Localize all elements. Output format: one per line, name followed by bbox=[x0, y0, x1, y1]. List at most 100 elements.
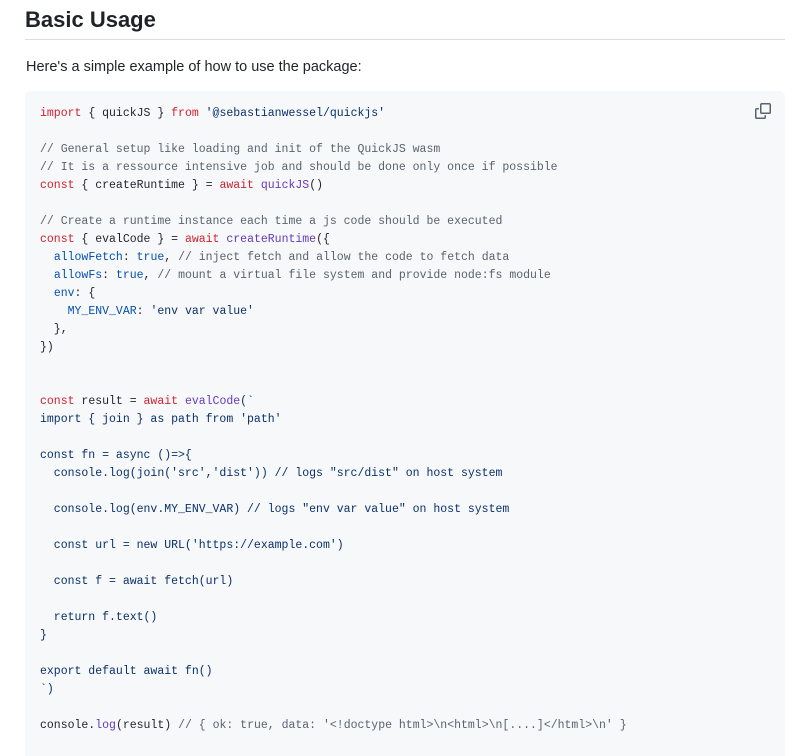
code-token-plain: : bbox=[136, 305, 151, 318]
code-token-plain: { createRuntime } = bbox=[74, 179, 220, 192]
code-line: return f.text() bbox=[40, 609, 627, 627]
code-line: import { join } as path from 'path' bbox=[40, 411, 627, 429]
code-token-comment: // mount a virtual file system and provi… bbox=[157, 269, 551, 282]
code-line bbox=[40, 195, 627, 213]
code-token-plain: () bbox=[309, 179, 323, 192]
code-token-comment: // { ok: true, data: '<!doctype html>\n<… bbox=[178, 719, 627, 732]
code-token-string: const f = await fetch(url) bbox=[40, 575, 234, 588]
code-token-keyword: const bbox=[40, 179, 75, 192]
code-line: console.log(result) // { ok: true, data:… bbox=[40, 717, 627, 735]
code-token-plain: , bbox=[164, 251, 179, 264]
code-token-prop: true bbox=[115, 269, 144, 282]
code-token-prop: allowFs bbox=[53, 269, 103, 282]
code-token-plain: }) bbox=[40, 341, 54, 354]
code-line: // It is a ressource intensive job and s… bbox=[40, 159, 627, 177]
code-token-plain: : bbox=[102, 269, 116, 282]
code-token-string: import { join } as path from 'path' bbox=[40, 413, 282, 426]
code-token-func: createRuntime bbox=[226, 233, 317, 246]
code-token-string: } bbox=[40, 629, 47, 642]
code-line bbox=[40, 357, 627, 375]
code-token-prop: allowFetch bbox=[53, 251, 123, 264]
code-line: }) bbox=[40, 339, 627, 357]
code-line bbox=[40, 519, 627, 537]
code-token-func: quickJS bbox=[260, 179, 310, 192]
code-line: const f = await fetch(url) bbox=[40, 573, 627, 591]
code-token-string: (` bbox=[240, 395, 254, 408]
code-token-plain bbox=[254, 179, 261, 192]
code-token-plain bbox=[40, 269, 54, 282]
code-line: // General setup like loading and init o… bbox=[40, 141, 627, 159]
code-token-keyword: const bbox=[40, 395, 75, 408]
code-line: } bbox=[40, 627, 627, 645]
code-block[interactable]: import { quickJS } from '@sebastianwesse… bbox=[25, 91, 785, 756]
code-token-comment: // It is a ressource intensive job and s… bbox=[40, 161, 558, 174]
code-token-comment: // Create a runtime instance each time a… bbox=[40, 215, 503, 228]
code-line: }, bbox=[40, 321, 627, 339]
code-token-string: 'env var value' bbox=[150, 305, 254, 318]
code-token-string: const fn = async ()=>{ bbox=[40, 449, 192, 462]
code-line bbox=[40, 645, 627, 663]
code-line: MY_ENV_VAR: 'env var value' bbox=[40, 303, 627, 321]
code-line: const { evalCode } = await createRuntime… bbox=[40, 231, 627, 249]
code-line: // Create a runtime instance each time a… bbox=[40, 213, 627, 231]
code-token-plain: : { bbox=[74, 287, 96, 300]
code-token-plain: (result) bbox=[115, 719, 179, 732]
code-token-string: '@sebastianwessel/quickjs' bbox=[205, 107, 386, 120]
code-line: const result = await evalCode(` bbox=[40, 393, 627, 411]
code-token-func: evalCode bbox=[184, 395, 241, 408]
code-line: const fn = async ()=>{ bbox=[40, 447, 627, 465]
code-token-plain: , bbox=[143, 269, 158, 282]
intro-text: Here's a simple example of how to use th… bbox=[26, 59, 362, 75]
code-token-plain bbox=[40, 251, 54, 264]
code-token-prop: MY_ENV_VAR bbox=[67, 305, 137, 318]
code-line bbox=[40, 483, 627, 501]
code-token-keyword: import bbox=[40, 107, 82, 120]
code-token-plain bbox=[178, 395, 185, 408]
page-heading: Basic Usage bbox=[25, 7, 156, 32]
heading-divider bbox=[25, 39, 785, 40]
code-token-plain: : bbox=[122, 251, 137, 264]
code-token-keyword: await bbox=[219, 179, 254, 192]
code-token-plain: console. bbox=[40, 719, 96, 732]
code-line bbox=[40, 591, 627, 609]
code-line bbox=[40, 429, 627, 447]
code-token-comment: // inject fetch and allow the code to fe… bbox=[178, 251, 510, 264]
code-token-plain bbox=[40, 305, 68, 318]
code-token-keyword: from bbox=[171, 107, 199, 120]
code-line bbox=[40, 555, 627, 573]
copy-button[interactable] bbox=[751, 99, 775, 123]
code-line bbox=[40, 375, 627, 393]
code-token-plain: { quickJS } bbox=[81, 107, 172, 120]
code-token-keyword: const bbox=[40, 233, 75, 246]
code-token-plain bbox=[40, 287, 54, 300]
code-token-func: log bbox=[95, 719, 116, 732]
code-token-string: export default await fn() bbox=[40, 665, 213, 678]
code-token-plain: ({ bbox=[316, 233, 330, 246]
code-token-keyword: await bbox=[143, 395, 179, 408]
code-line: export default await fn() bbox=[40, 663, 627, 681]
code-token-prop: env bbox=[53, 287, 75, 300]
code-token-plain bbox=[199, 107, 206, 120]
code-token-string: `) bbox=[40, 683, 54, 696]
code-line: console.log(env.MY_ENV_VAR) // logs "env… bbox=[40, 501, 627, 519]
code-token-string: const url = new URL('https://example.com… bbox=[40, 539, 344, 552]
copy-icon bbox=[755, 103, 771, 119]
code-token-plain: }, bbox=[40, 323, 68, 336]
code-content: import { quickJS } from '@sebastianwesse… bbox=[40, 105, 627, 735]
code-token-plain: { evalCode } = bbox=[74, 233, 185, 246]
code-line: const { createRuntime } = await quickJS(… bbox=[40, 177, 627, 195]
code-token-string: console.log(join('src','dist')) // logs … bbox=[40, 467, 503, 480]
code-token-keyword: await bbox=[184, 233, 220, 246]
code-line: console.log(join('src','dist')) // logs … bbox=[40, 465, 627, 483]
code-line: `) bbox=[40, 681, 627, 699]
code-token-plain: result = bbox=[74, 395, 144, 408]
code-line bbox=[40, 123, 627, 141]
code-line: env: { bbox=[40, 285, 627, 303]
code-token-prop: true bbox=[136, 251, 165, 264]
code-line bbox=[40, 699, 627, 717]
code-line: allowFs: true, // mount a virtual file s… bbox=[40, 267, 627, 285]
code-token-comment: // General setup like loading and init o… bbox=[40, 143, 441, 156]
code-token-string: return f.text() bbox=[40, 611, 158, 624]
code-line: const url = new URL('https://example.com… bbox=[40, 537, 627, 555]
code-line: allowFetch: true, // inject fetch and al… bbox=[40, 249, 627, 267]
